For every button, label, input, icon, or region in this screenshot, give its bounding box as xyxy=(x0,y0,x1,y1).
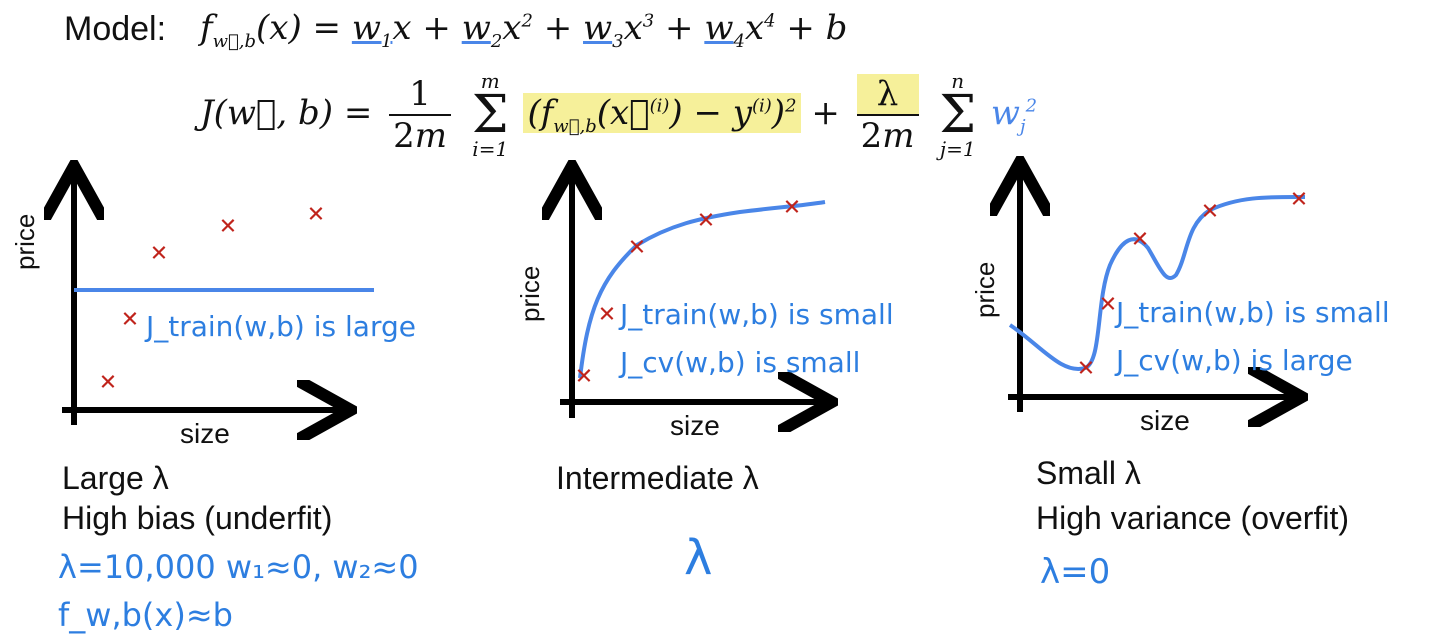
panel2-points: ✕ ✕ ✕ ✕ ✕ xyxy=(575,196,801,390)
panel1-axes xyxy=(62,172,345,425)
panel2-axes xyxy=(560,172,826,418)
panel1-points: ✕ ✕ ✕ ✕ ✕ xyxy=(99,203,325,396)
panel1-caption-line2: High bias (underfit) xyxy=(62,500,333,536)
data-point: ✕ xyxy=(1131,228,1149,253)
data-point: ✕ xyxy=(1290,188,1308,213)
panel2-fit-curve xyxy=(578,200,826,379)
data-point: ✕ xyxy=(575,365,593,390)
panel2-ylabel: price xyxy=(515,265,545,322)
panel2-annotation-cv: J_cv(w,b) is small xyxy=(620,346,861,379)
panel3-points: ✕ ✕ ✕ ✕ ✕ xyxy=(1077,188,1308,382)
panel1-note-fwb: f_w,b(x)≈b xyxy=(58,596,233,634)
panel3-fit-curve xyxy=(1008,194,1306,372)
panel3-caption-line1: Small λ xyxy=(1036,455,1141,491)
data-point: ✕ xyxy=(697,209,715,234)
data-point: ✕ xyxy=(219,215,237,240)
panel1-annotation: J_train(w,b) is large xyxy=(146,310,416,343)
data-point: ✕ xyxy=(598,303,616,328)
panel3-ylabel: price xyxy=(970,261,1000,318)
data-point: ✕ xyxy=(783,196,801,221)
panel1-ylabel: price xyxy=(10,213,40,270)
panel1-caption-line1: Large λ xyxy=(62,460,169,496)
data-point: ✕ xyxy=(121,308,139,333)
panel3-caption-line2: High variance (overfit) xyxy=(1036,500,1349,536)
data-point: ✕ xyxy=(1077,357,1095,382)
panel1-note-lambda: λ=10,000 w₁≈0, w₂≈0 xyxy=(58,548,419,586)
data-point: ✕ xyxy=(150,242,168,267)
panel2-annotation-train: J_train(w,b) is small xyxy=(620,298,894,331)
panel3-annotation-train: J_train(w,b) is small xyxy=(1116,296,1390,329)
model-formula: fw⃗,b(x) = w1x + w2x2 + w3x3 + w4x4 + b xyxy=(200,8,848,52)
data-point: ✕ xyxy=(1201,200,1219,225)
loss-term-highlight: (fw⃗,b(x⃗(i)) − y(i))2 xyxy=(523,93,801,137)
model-label: Model: xyxy=(64,10,167,48)
panel2-note-lambda: λ xyxy=(684,530,713,586)
panel3-note-lambda: λ=0 xyxy=(1040,552,1111,592)
panel2-caption: Intermediate λ xyxy=(556,460,759,496)
panel3-axes xyxy=(1008,168,1296,412)
lambda-highlight: λ xyxy=(856,74,919,116)
panel1-xlabel: size xyxy=(180,418,230,449)
data-point: ✕ xyxy=(628,236,646,261)
panel2-xlabel: size xyxy=(670,410,720,441)
panel3-annotation-cv: J_cv(w,b) is large xyxy=(1116,344,1353,377)
data-point: ✕ xyxy=(307,203,325,228)
panel3-xlabel: size xyxy=(1140,405,1190,436)
data-point: ✕ xyxy=(1099,293,1117,318)
data-point: ✕ xyxy=(99,371,117,396)
